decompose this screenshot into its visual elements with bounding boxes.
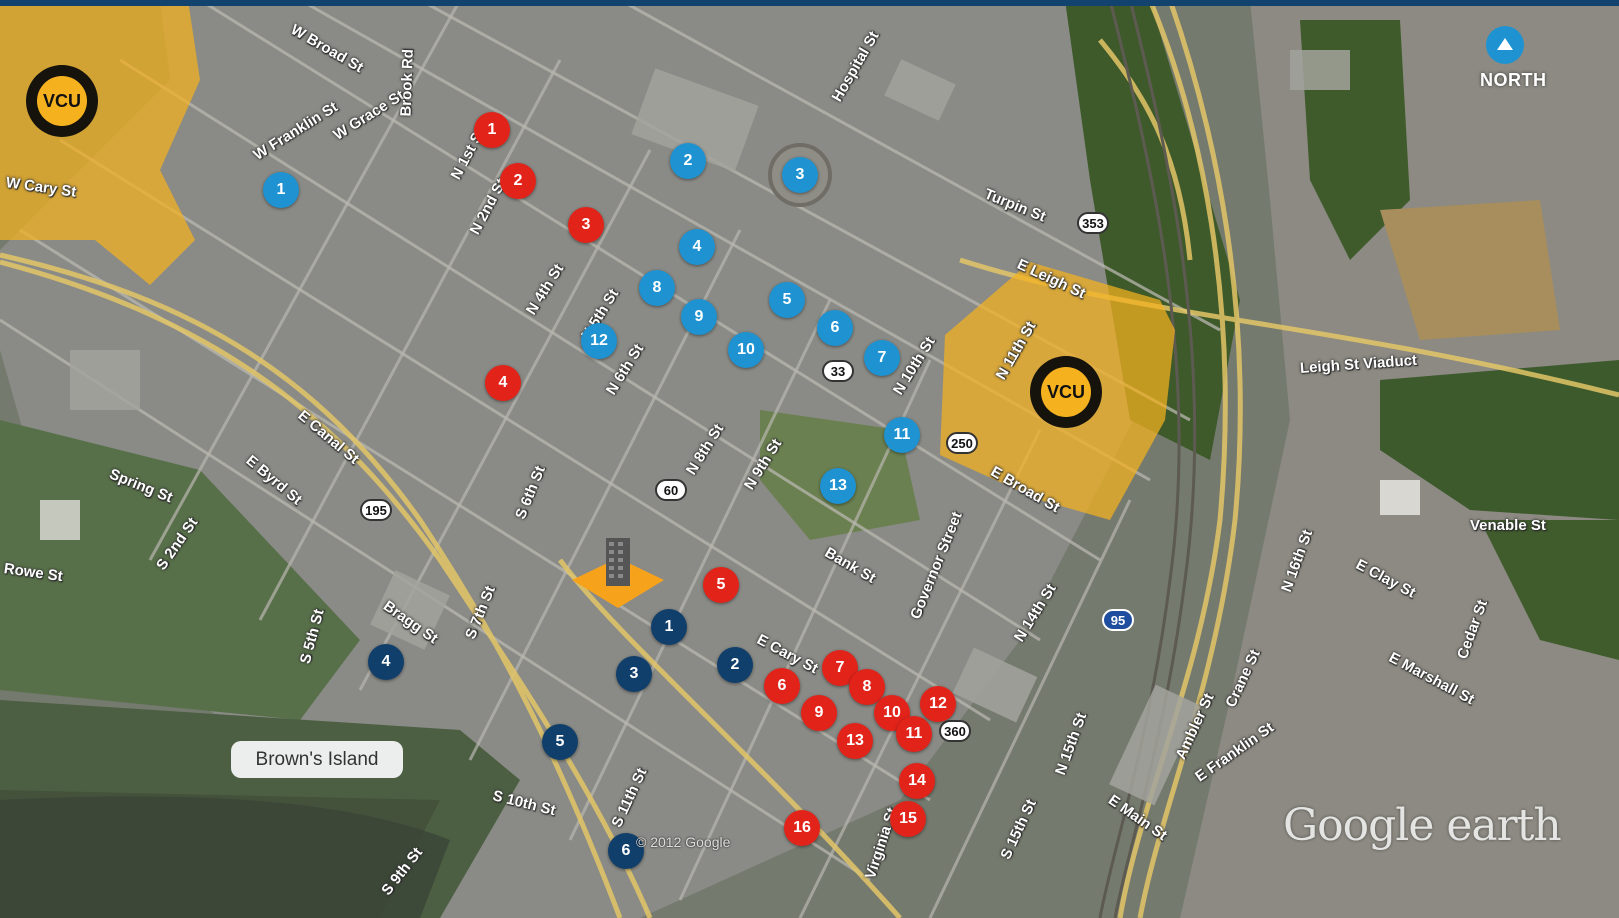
dark-blue-marker[interactable]: 5 [542, 724, 578, 760]
light-blue-marker[interactable]: 6 [817, 310, 853, 346]
route-shield: 360 [939, 720, 971, 742]
red-marker[interactable]: 4 [485, 365, 521, 401]
light-blue-marker[interactable]: 11 [884, 417, 920, 453]
top-header-bar [0, 0, 1619, 6]
light-blue-marker[interactable]: 2 [670, 143, 706, 179]
red-marker[interactable]: 16 [784, 810, 820, 846]
vcu-logo-text: VCU [1041, 367, 1091, 417]
light-blue-marker[interactable]: 1 [263, 172, 299, 208]
red-marker[interactable]: 5 [703, 567, 739, 603]
vcu-logo-west[interactable]: VCU [26, 65, 98, 137]
vcu-logo-text: VCU [37, 76, 87, 126]
red-marker[interactable]: 1 [474, 112, 510, 148]
vcu-logo-east[interactable]: VCU [1030, 356, 1102, 428]
route-shield: 60 [655, 479, 687, 501]
copyright-text: © 2012 Google [636, 834, 731, 850]
north-label: NORTH [1480, 70, 1547, 90]
red-marker[interactable]: 11 [896, 716, 932, 752]
red-marker[interactable]: 2 [500, 163, 536, 199]
route-shield: 33 [822, 360, 854, 382]
route-shield: 195 [360, 499, 392, 521]
street-label: Brook Rd [397, 48, 417, 117]
light-blue-marker[interactable]: 3 [782, 157, 818, 193]
light-blue-marker[interactable]: 10 [728, 332, 764, 368]
red-marker[interactable]: 10 [874, 695, 910, 731]
dark-blue-marker[interactable]: 3 [616, 656, 652, 692]
red-marker[interactable]: 12 [920, 686, 956, 722]
red-marker[interactable]: 14 [899, 763, 935, 799]
red-marker[interactable]: 13 [837, 723, 873, 759]
light-blue-marker[interactable]: 12 [581, 323, 617, 359]
google-earth-watermark: Google earth [1283, 800, 1562, 851]
light-blue-marker[interactable]: 4 [679, 229, 715, 265]
dark-blue-marker[interactable]: 4 [368, 644, 404, 680]
red-marker[interactable]: 6 [764, 668, 800, 704]
light-blue-marker[interactable]: 5 [769, 282, 805, 318]
north-arrow-icon [1486, 26, 1524, 64]
light-blue-marker[interactable]: 9 [681, 299, 717, 335]
dark-blue-marker[interactable]: 6 [608, 833, 644, 869]
light-blue-marker[interactable]: 7 [864, 340, 900, 376]
street-label: Venable St [1470, 517, 1546, 534]
office-building-icon[interactable] [572, 538, 664, 616]
north-indicator: NORTH [1480, 26, 1547, 91]
dark-blue-marker[interactable]: 2 [717, 647, 753, 683]
light-blue-marker[interactable]: 13 [820, 468, 856, 504]
route-shield: 353 [1077, 212, 1109, 234]
red-marker[interactable]: 9 [801, 695, 837, 731]
browns-island-label[interactable]: Brown's Island [231, 741, 403, 778]
dark-blue-marker[interactable]: 1 [651, 609, 687, 645]
light-blue-marker[interactable]: 8 [639, 270, 675, 306]
red-marker[interactable]: 15 [890, 801, 926, 837]
red-marker[interactable]: 3 [568, 207, 604, 243]
route-shield: 250 [946, 432, 978, 454]
interstate-shield: 95 [1102, 609, 1134, 631]
